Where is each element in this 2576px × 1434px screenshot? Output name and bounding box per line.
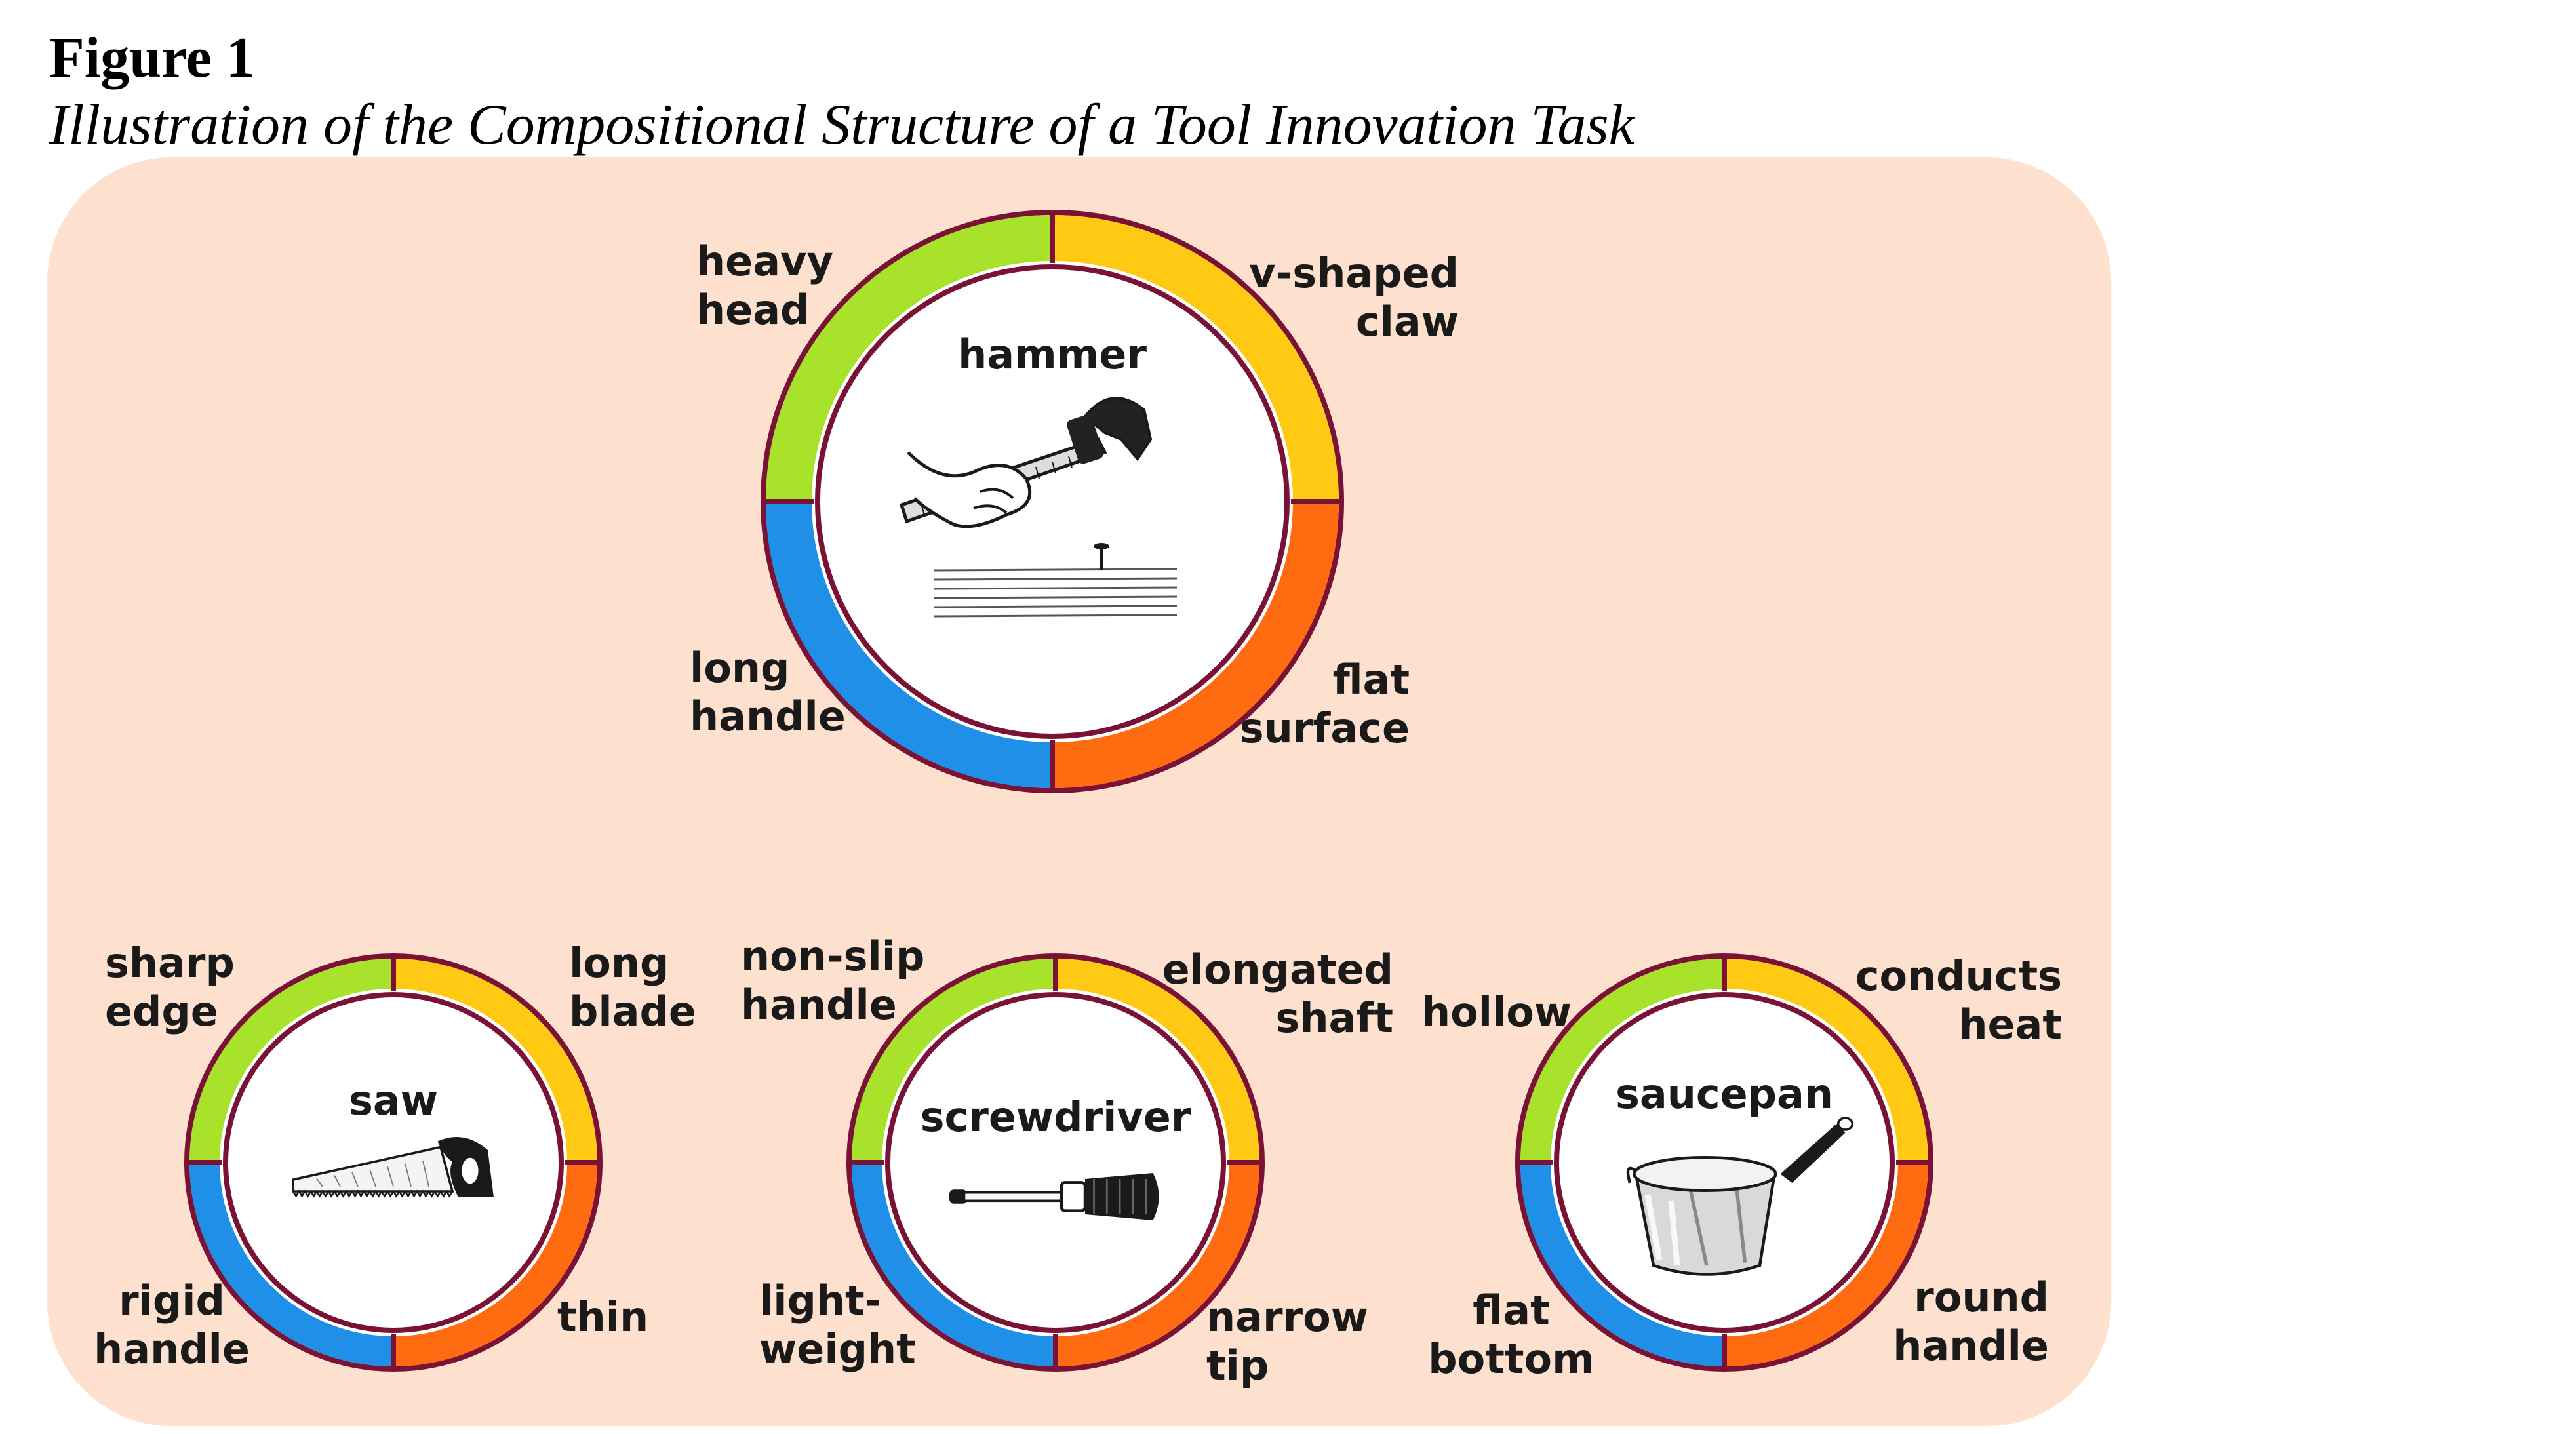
tool-name: saucepan (1615, 1070, 1833, 1118)
segment-bottom-left (766, 501, 1053, 788)
hammer-nail-icon (899, 397, 1178, 618)
saucepan-icon (1626, 1117, 1854, 1276)
property-label-bottom-left: light-weight (759, 1277, 916, 1373)
segment-bottom-right (1055, 1162, 1259, 1366)
segment-top-left (189, 959, 394, 1163)
segment-top-left (1520, 959, 1725, 1163)
segment-bottom-left (852, 1162, 1056, 1366)
segment-bottom-right (1052, 501, 1339, 788)
saw-icon (292, 1136, 494, 1198)
segment-top-left (766, 215, 1053, 502)
segment-top-left (852, 959, 1056, 1163)
segment-top-right (393, 959, 597, 1163)
segment-bottom-left (189, 1162, 394, 1366)
segment-top-right (1724, 959, 1928, 1163)
wheel-center (820, 269, 1284, 734)
tool-name: saw (349, 1077, 438, 1125)
segment-top-right (1052, 215, 1339, 502)
figure-caption: Illustration of the Compositional Struct… (49, 93, 1635, 157)
segment-bottom-left (1520, 1162, 1725, 1366)
segment-top-right (1055, 959, 1259, 1163)
wheel-center (890, 997, 1221, 1328)
segment-bottom-right (393, 1162, 597, 1366)
screwdriver-icon (949, 1173, 1159, 1220)
property-label-top-left: hollow (1421, 988, 1572, 1036)
property-label-bottom-right: thin (557, 1293, 648, 1341)
tool-name: hammer (958, 330, 1147, 378)
figure-title: Figure 1 (49, 26, 255, 90)
segment-bottom-right (1724, 1162, 1928, 1366)
tool-name: screwdriver (921, 1093, 1191, 1141)
